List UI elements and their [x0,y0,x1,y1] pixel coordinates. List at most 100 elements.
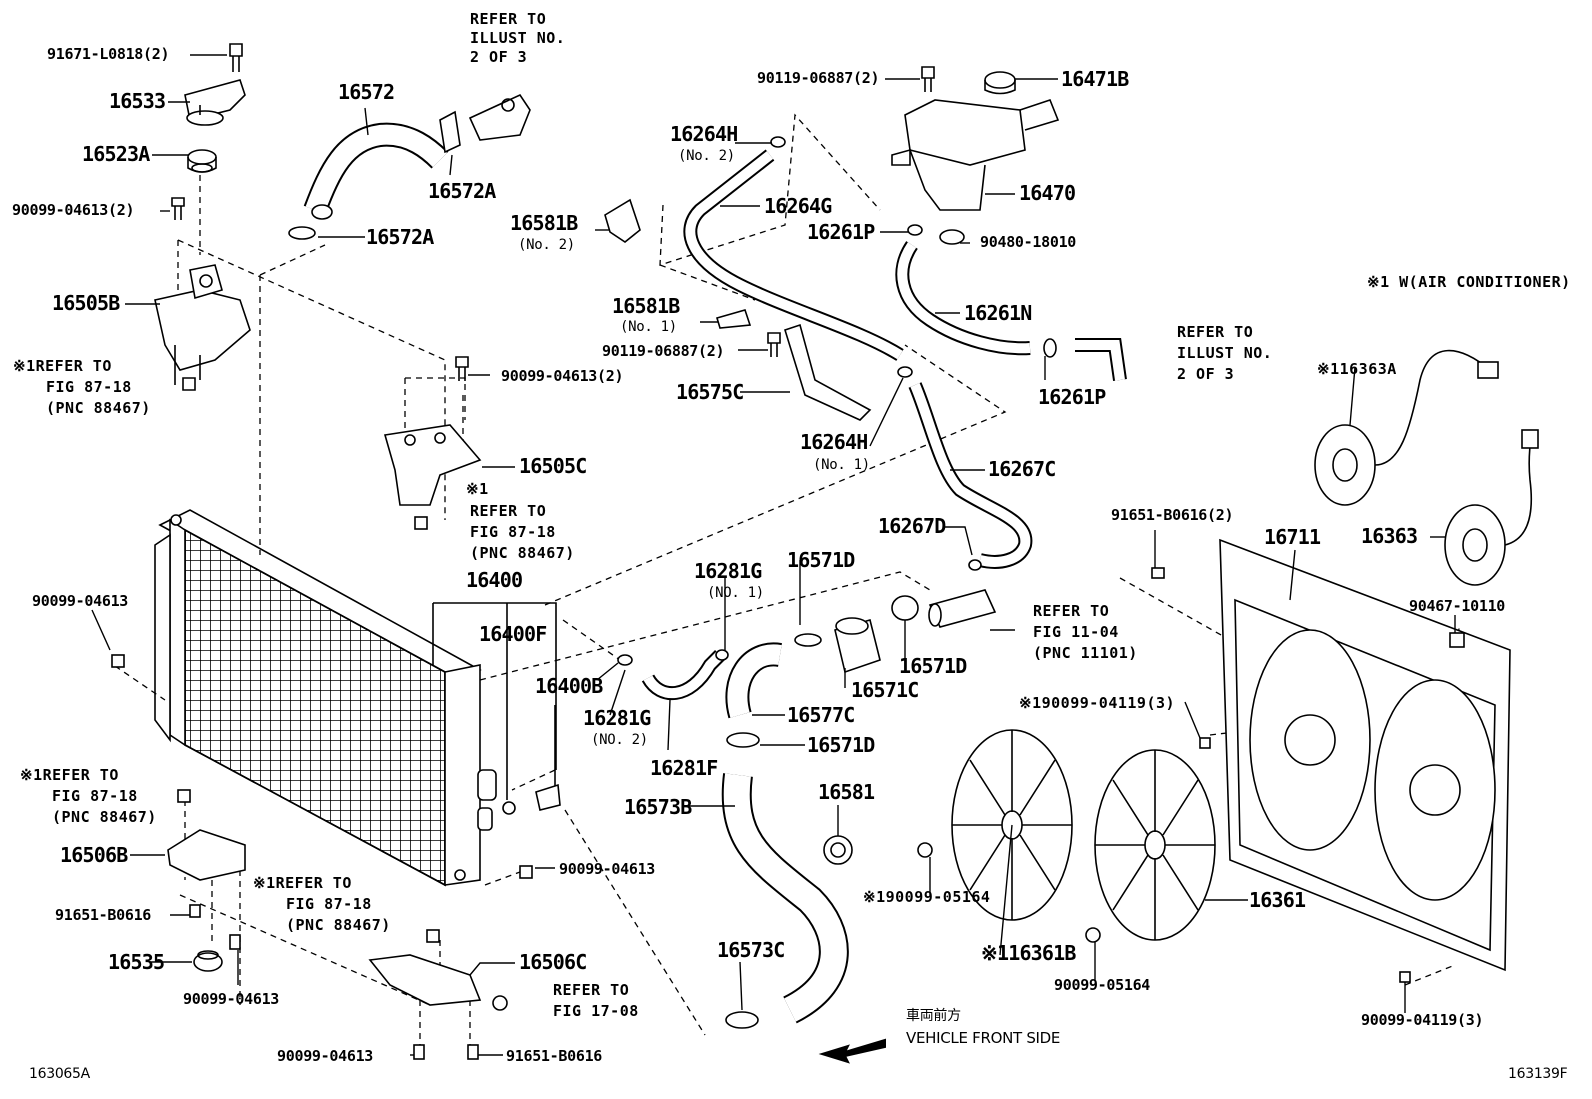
label-16281F: 16281F [650,756,718,780]
label-16523A: 16523A [82,142,150,166]
nut-90099-05164-a [917,842,933,858]
label-16281G-2: 16281G [583,706,651,730]
label-90467-10110: 90467-10110 [1409,597,1506,615]
refer-b-mark: ※1 [466,480,489,498]
water-outlet [468,93,531,141]
label-16471B: 16471B [1061,67,1129,91]
label-90119-06887-top: 90119-06887(2) [757,69,880,87]
label-16261P-2: 16261P [1038,385,1106,409]
bolt-90099-bot2 [519,865,533,879]
label-no1-b: (No. 1) [813,457,870,473]
refer-r-line1: REFER TO [1177,323,1254,341]
hose-16573B [721,773,849,1024]
pipe-refer [1075,338,1127,381]
diagram-code-left: 163065A [29,1066,90,1082]
label-16363: 16363 [1361,524,1418,548]
hose-16577C [725,642,782,719]
cushion-16535 [193,950,223,972]
hose-16264G [683,149,904,361]
bracket-16506C [368,954,482,1006]
refer-a-line1: ※1REFER TO [13,357,112,375]
label-16264H-2: 16264H [670,122,738,146]
label-16267C: 16267C [988,457,1056,481]
label-16281G-1: 16281G [694,559,762,583]
label-no1-c: (NO. 1) [707,585,764,601]
label-90099-04613-mid: 90099-04613(2) [501,367,624,385]
bolt-91651-left [189,904,201,918]
clip-16267D [968,559,982,571]
fan-16361 [1094,749,1216,941]
label-16572: 16572 [338,80,395,104]
refer-e-line1: ※1REFER TO [253,874,352,892]
label-16261N: 16261N [964,301,1032,325]
pipe-refer-11-04 [928,589,997,628]
label-16581B-1: 16581B [612,294,680,318]
clamp-16571D-1 [794,633,822,647]
label-16571D-2: 16571D [899,654,967,678]
refer-e-line2: FIG 87-18 [286,895,372,913]
refer-a-line2: FIG 87-18 [46,378,132,396]
label-91651-B0616-left: 91651-B0616 [55,906,152,924]
label-16581: 16581 [818,780,875,804]
bolt-91651-right [1151,567,1165,579]
clip-90467 [1449,632,1465,648]
label-16470: 16470 [1019,181,1076,205]
label-90099-05164-b: 90099-05164 [1054,976,1151,994]
bolt-91651-bot [467,1044,479,1060]
label-16571D-1: 16571D [787,548,855,572]
label-90099-04613-bot3: 90099-04613 [277,1047,374,1065]
label-16261P-1: 16261P [807,220,875,244]
label-90480-18010: 90480-18010 [980,233,1077,251]
bracket-16581B-1 [716,309,752,329]
label-16400B: 16400B [535,674,603,698]
drain-16400B [535,783,561,811]
cushion-16523A [187,149,217,173]
label-16573C: 16573C [717,938,785,962]
bolt-ref-a [182,377,196,391]
refer-c-line2: FIG 11-04 [1033,623,1119,641]
clip-16264H-2 [770,136,786,148]
label-16361: 16361 [1249,888,1306,912]
refer-d-line2: FIG 87-18 [52,787,138,805]
label-16506C: 16506C [519,950,587,974]
refer-top-line1: REFER TO [470,10,547,28]
bolt-90099-rad [111,654,125,668]
grommet-90480 [939,229,965,245]
refer-f-line1: REFER TO [553,981,630,999]
refer-b-line3: (PNC 88467) [470,544,575,562]
motor-16363 [1444,429,1539,586]
label-90099-04613-bot1: 90099-04613 [559,860,656,878]
clip-16261P-2 [1043,338,1057,358]
label-90099-04119-a: ※190099-04119(3) [1019,694,1176,712]
label-16400: 16400 [466,568,523,592]
vehicle-front-jp: 車両前方 [906,1008,961,1024]
label-16363A: ※116363A [1317,360,1397,378]
refer-r-line2: ILLUST NO. [1177,344,1273,362]
label-90099-04119-b: 90099-04119(3) [1361,1011,1484,1029]
clip-16264H-1 [897,366,913,378]
refer-c-line3: (PNC 11101) [1033,644,1138,662]
refer-c-line1: REFER TO [1033,602,1110,620]
refer-b-line2: FIG 87-18 [470,523,556,541]
clamp-16572A [288,110,461,240]
label-16505C: 16505C [519,454,587,478]
bracket-16505C [383,424,482,506]
label-16264H-1: 16264H [800,430,868,454]
bolt-ref-d [177,789,191,803]
refer-b-line1: REFER TO [470,502,547,520]
oring-16400F [502,801,516,815]
label-91651-B0616-bot: 91651-B0616 [506,1047,603,1065]
label-16400F: 16400F [479,622,547,646]
bolt-90099-bot1 [229,934,241,950]
screw-90099-04119-a [1199,737,1211,749]
label-16505B: 16505B [52,291,120,315]
vehicle-front-arrow [818,1038,886,1064]
label-16575C: 16575C [676,380,744,404]
bolt-90119-mid [767,332,781,357]
label-16361B: ※116361B [981,941,1076,965]
refer-f-line2: FIG 17-08 [553,1002,639,1020]
label-91651-B0616-2: 91651-B0616(2) [1111,506,1234,524]
label-no2-c: (NO. 2) [591,732,648,748]
